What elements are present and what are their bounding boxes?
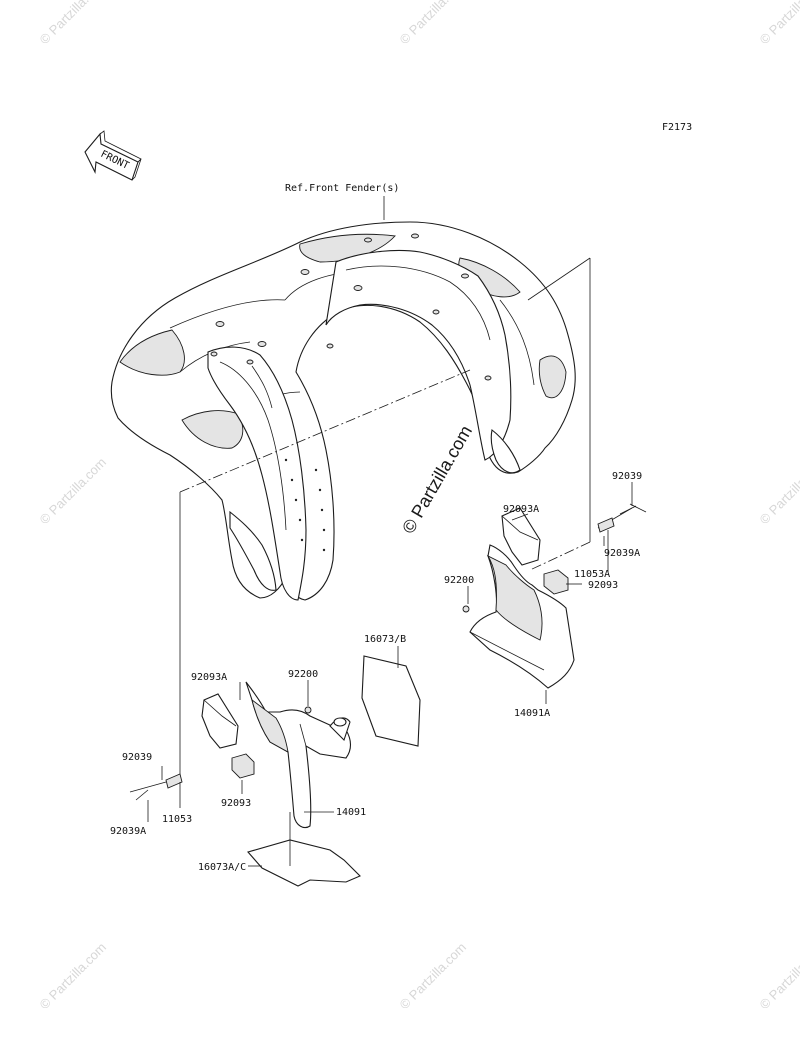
- fender-rivet-dots: [284, 458, 326, 552]
- watermark-top-center: © Partzilla.com: [397, 0, 470, 47]
- watermark-center: © Partzilla.com: [398, 422, 476, 537]
- front-fender: [110, 221, 576, 601]
- watermark-mid-right: © Partzilla.com: [757, 455, 800, 528]
- part-label-r_11053A[interactable]: 11053A: [574, 569, 610, 580]
- watermark-bottom-center: © Partzilla.com: [397, 940, 470, 1013]
- part-label-r_92039A[interactable]: 92039A: [604, 548, 640, 559]
- part-label-l_11053[interactable]: 11053: [162, 814, 192, 825]
- right-mudflap-assembly: [462, 503, 647, 689]
- watermark-bottom-left: © Partzilla.com: [37, 940, 110, 1013]
- ref-front-fender-label: Ref.Front Fender(s): [285, 183, 399, 194]
- part-label-l_16073AC[interactable]: 16073A/C: [198, 862, 246, 873]
- watermark-top-right: © Partzilla.com: [757, 0, 800, 47]
- ref-line-right-bottom: [529, 541, 591, 571]
- part-label-l_14091[interactable]: 14091: [336, 807, 366, 818]
- watermark-top-left: © Partzilla.com: [37, 0, 110, 47]
- part-label-l_92200[interactable]: 92200: [288, 669, 318, 680]
- part-label-l_16073B[interactable]: 16073/B: [364, 634, 406, 645]
- part-label-r_92039[interactable]: 92039: [612, 471, 642, 482]
- figure-code: F2173: [662, 122, 692, 133]
- part-label-l_92039[interactable]: 92039: [122, 752, 152, 763]
- part-label-r_14091A[interactable]: 14091A: [514, 708, 550, 719]
- watermark-mid-left: © Partzilla.com: [37, 455, 110, 528]
- ref-line-right-top: [527, 257, 591, 301]
- part-label-l_92039A[interactable]: 92039A: [110, 826, 146, 837]
- left-mudflap-assembly: [129, 655, 421, 887]
- front-arrow-icon: FRONT: [84, 130, 142, 181]
- part-label-l_92093A[interactable]: 92093A: [191, 672, 227, 683]
- watermark-bottom-right: © Partzilla.com: [757, 940, 800, 1013]
- part-label-r_92093A[interactable]: 92093A: [503, 504, 539, 515]
- part-label-r_92200[interactable]: 92200: [444, 575, 474, 586]
- ref-line-left: [179, 369, 471, 493]
- part-label-l_92093[interactable]: 92093: [221, 798, 251, 809]
- part-label-r_92093[interactable]: 92093: [588, 580, 618, 591]
